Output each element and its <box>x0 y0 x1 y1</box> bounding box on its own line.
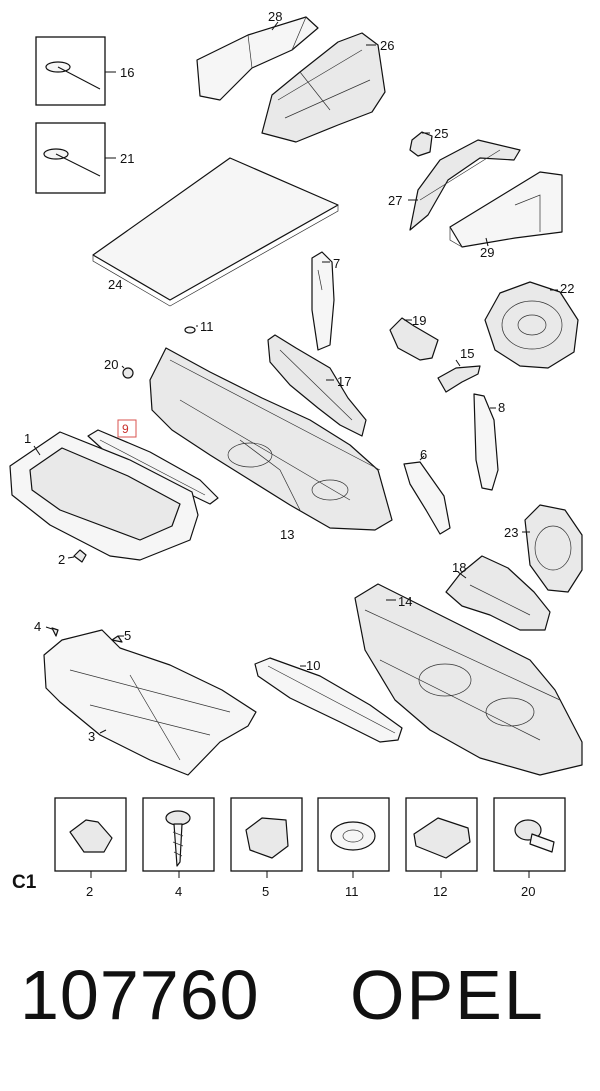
fastener-box-11 <box>317 797 390 878</box>
callout-9-highlight-box <box>117 419 137 438</box>
part-20-push-pin <box>121 365 134 379</box>
callout-28: 28 <box>268 9 282 24</box>
callout-7: 7 <box>333 256 340 271</box>
part-11-small-clip <box>184 325 198 334</box>
part-14-dash-panel <box>354 583 583 776</box>
part-3-floor-insulator <box>43 629 257 776</box>
callout-26: 26 <box>380 38 394 53</box>
fastener-box-2 <box>54 797 127 878</box>
section-code: C1 <box>12 872 37 893</box>
fastener-box-20 <box>493 797 566 878</box>
part-10-long-strip <box>254 657 403 743</box>
part-number: 107760 <box>20 956 260 1034</box>
callout-5: 5 <box>124 628 131 643</box>
callout-4: 4 <box>34 619 41 634</box>
part-6-strip <box>403 455 451 535</box>
brand-name: OPEL <box>350 956 545 1034</box>
part-19-bracket <box>389 317 439 361</box>
fastener-label-2: 2 <box>86 884 93 899</box>
callout-25: 25 <box>434 126 448 141</box>
fastener-label-20: 20 <box>521 884 535 899</box>
part-1-frame <box>9 431 199 561</box>
fastener-label-4: 4 <box>175 884 182 899</box>
part-13-dash-insulator <box>149 347 393 531</box>
part-22-round-cover <box>484 281 579 369</box>
callout-9: 9 <box>122 422 129 436</box>
callout-13: 13 <box>280 527 294 542</box>
callout-6: 6 <box>420 447 427 462</box>
fastener-box-12 <box>405 797 478 878</box>
part-23-round-cover <box>522 504 583 593</box>
part-18-bracket <box>445 555 551 631</box>
callout-27: 27 <box>388 193 402 208</box>
part-21-pin <box>35 122 116 194</box>
callout-11: 11 <box>200 319 214 334</box>
part-2-clip <box>67 549 87 563</box>
callout-19: 19 <box>412 313 426 328</box>
callout-21: 21 <box>120 151 134 166</box>
part-8-strip <box>473 393 499 491</box>
part-29-foam-block <box>449 171 563 248</box>
part-25-clip <box>409 131 433 157</box>
callout-29: 29 <box>480 245 494 260</box>
callout-3: 3 <box>88 729 95 744</box>
fastener-label-12: 12 <box>433 884 447 899</box>
part-17-bulkhead-section <box>267 334 367 437</box>
callout-24: 24 <box>108 277 122 292</box>
part-7-vertical-strip <box>311 251 335 351</box>
callout-18: 18 <box>452 560 466 575</box>
callout-23: 23 <box>504 525 518 540</box>
part-16-pin <box>35 36 116 106</box>
callout-22: 22 <box>560 281 574 296</box>
callout-2: 2 <box>58 552 65 567</box>
fastener-label-5: 5 <box>262 884 269 899</box>
fastener-box-4 <box>142 797 215 878</box>
callout-17: 17 <box>337 374 351 389</box>
callout-10: 10 <box>306 658 320 673</box>
part-27-seal-strip <box>408 139 521 231</box>
callout-1: 1 <box>24 431 31 446</box>
part-15-bracket <box>437 359 481 393</box>
fastener-box-5 <box>230 797 303 878</box>
callout-14: 14 <box>398 594 412 609</box>
part-24-flat-pad <box>92 157 339 307</box>
part-28-foam-block <box>196 16 319 101</box>
callout-16: 16 <box>120 65 134 80</box>
part-5-clip <box>111 635 124 643</box>
part-26-wheelhouse-insulator <box>261 32 386 143</box>
fastener-label-11: 11 <box>345 884 359 899</box>
callout-8: 8 <box>498 400 505 415</box>
callout-15: 15 <box>460 346 474 361</box>
part-4-screw <box>45 626 59 637</box>
callout-20: 20 <box>104 357 118 372</box>
